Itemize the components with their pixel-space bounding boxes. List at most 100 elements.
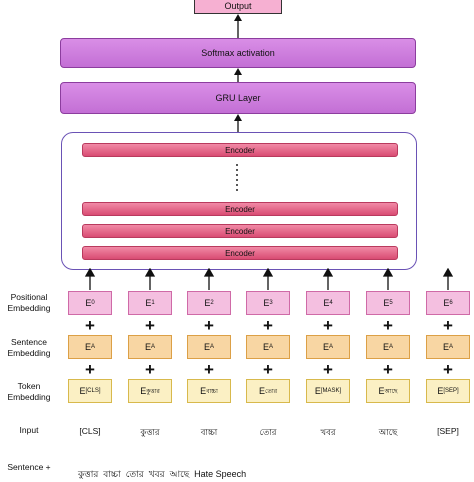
token-embedding-base: E — [79, 386, 86, 396]
token-embedding-subscript: কুত্তার — [146, 388, 160, 395]
sentence-embedding-subscript: A — [389, 344, 394, 350]
positional-embedding-base: E — [85, 298, 92, 308]
token-embedding-base: E — [259, 386, 266, 396]
arrow-gru-to-softmax — [234, 68, 242, 82]
encoder-label: Encoder — [225, 248, 255, 258]
output-label: Output — [224, 1, 252, 11]
sentence-embedding-base: E — [442, 342, 449, 352]
gru-layer-box: GRU Layer — [60, 82, 416, 114]
bottom-text-row: কুত্তার বাচ্চা তোর খবর আছে Hate Speech — [78, 469, 247, 479]
token-embedding-subscript: [MASK] — [320, 388, 342, 394]
input-token: [CLS] — [79, 426, 101, 436]
ellipsis-dots — [236, 164, 239, 194]
bottom-row-label: Sentence + — [7, 462, 51, 472]
token-embedding-subscript: [CLS] — [85, 388, 101, 394]
positional-embedding-subscript: 4 — [329, 300, 333, 306]
sentence-embedding-subscript: A — [91, 344, 96, 350]
encoder-layer-top: Encoder — [82, 143, 398, 157]
arrow-softmax-to-output — [234, 14, 242, 38]
encoder-layer: Encoder — [82, 246, 398, 260]
input-token: খবর — [320, 427, 336, 437]
sentence-embedding-subscript: A — [329, 344, 334, 350]
encoder-layer: Encoder — [82, 224, 398, 238]
plus-sign: + — [383, 360, 393, 379]
input-label: Input — [19, 425, 39, 435]
token-embedding-base: E — [437, 386, 444, 396]
plus-sign: + — [204, 360, 214, 379]
encoder-label: Encoder — [225, 145, 255, 155]
positional-embedding-base: E — [323, 298, 330, 308]
token-embedding-base: E — [314, 386, 321, 396]
plus-sign: + — [383, 316, 393, 335]
positional-embedding-subscript: 0 — [91, 300, 95, 306]
token-embedding: E[SEP] — [426, 379, 470, 403]
positional-embedding-base: E — [443, 298, 450, 308]
sentence-embedding-base: E — [144, 342, 151, 352]
positional-embedding-subscript: 5 — [389, 300, 393, 306]
token-embedding: E[MASK] — [306, 379, 350, 403]
encoder-layer: Encoder — [82, 202, 398, 216]
positional-embedding-subscript: 3 — [269, 300, 273, 306]
plus-sign: + — [443, 360, 453, 379]
plus-sign: + — [443, 316, 453, 335]
sentence-embedding-label: Sentence Embedding — [7, 337, 51, 358]
plus-sign: + — [263, 316, 273, 335]
positional-embedding-subscript: 6 — [449, 300, 453, 306]
positional-embedding-base: E — [145, 298, 152, 308]
positional-embedding-base: E — [383, 298, 390, 308]
plus-sign: + — [85, 360, 95, 379]
token-embedding-base: E — [200, 386, 207, 396]
gru-label: GRU Layer — [215, 93, 261, 103]
token-embedding-label: Token Embedding — [7, 381, 51, 402]
input-token: [SEP] — [437, 426, 459, 436]
sentence-embedding-subscript: A — [151, 344, 156, 350]
plus-sign: + — [145, 360, 155, 379]
output-box: Output — [194, 0, 282, 14]
arrow-encoder-to-gru — [234, 114, 242, 132]
input-token: বাচ্চা — [200, 427, 218, 437]
sentence-embedding-base: E — [322, 342, 329, 352]
input-token: আছে — [378, 427, 398, 437]
arrows-embeddings-to-encoder — [84, 268, 454, 290]
sentence-embedding-subscript: A — [269, 344, 274, 350]
sentence-embedding-base: E — [262, 342, 269, 352]
plus-sign: + — [263, 360, 273, 379]
token-embedding-subscript: বাচ্চা — [206, 388, 218, 395]
token-embedding-subscript: [SEP] — [443, 388, 459, 394]
encoder-label: Encoder — [225, 226, 255, 236]
softmax-label: Softmax activation — [201, 48, 275, 58]
plus-sign: + — [323, 360, 333, 379]
positional-embedding-subscript: 1 — [151, 300, 155, 306]
sentence-embedding-subscript: A — [210, 344, 215, 350]
sentence-embedding-base: E — [203, 342, 210, 352]
positional-embedding-subscript: 2 — [210, 300, 214, 306]
softmax-activation-box: Softmax activation — [60, 38, 416, 68]
sentence-embedding-base: E — [382, 342, 389, 352]
token-embedding-subscript: আছে — [384, 388, 398, 395]
positional-embedding-base: E — [204, 298, 211, 308]
plus-sign: + — [145, 316, 155, 335]
sentence-embedding-base: E — [84, 342, 91, 352]
token-embedding: E[CLS] — [68, 379, 112, 403]
positional-embedding-label: Positional Embedding — [7, 292, 51, 313]
token-embedding-base: E — [140, 386, 147, 396]
encoder-label: Encoder — [225, 204, 255, 214]
plus-sign: + — [323, 316, 333, 335]
